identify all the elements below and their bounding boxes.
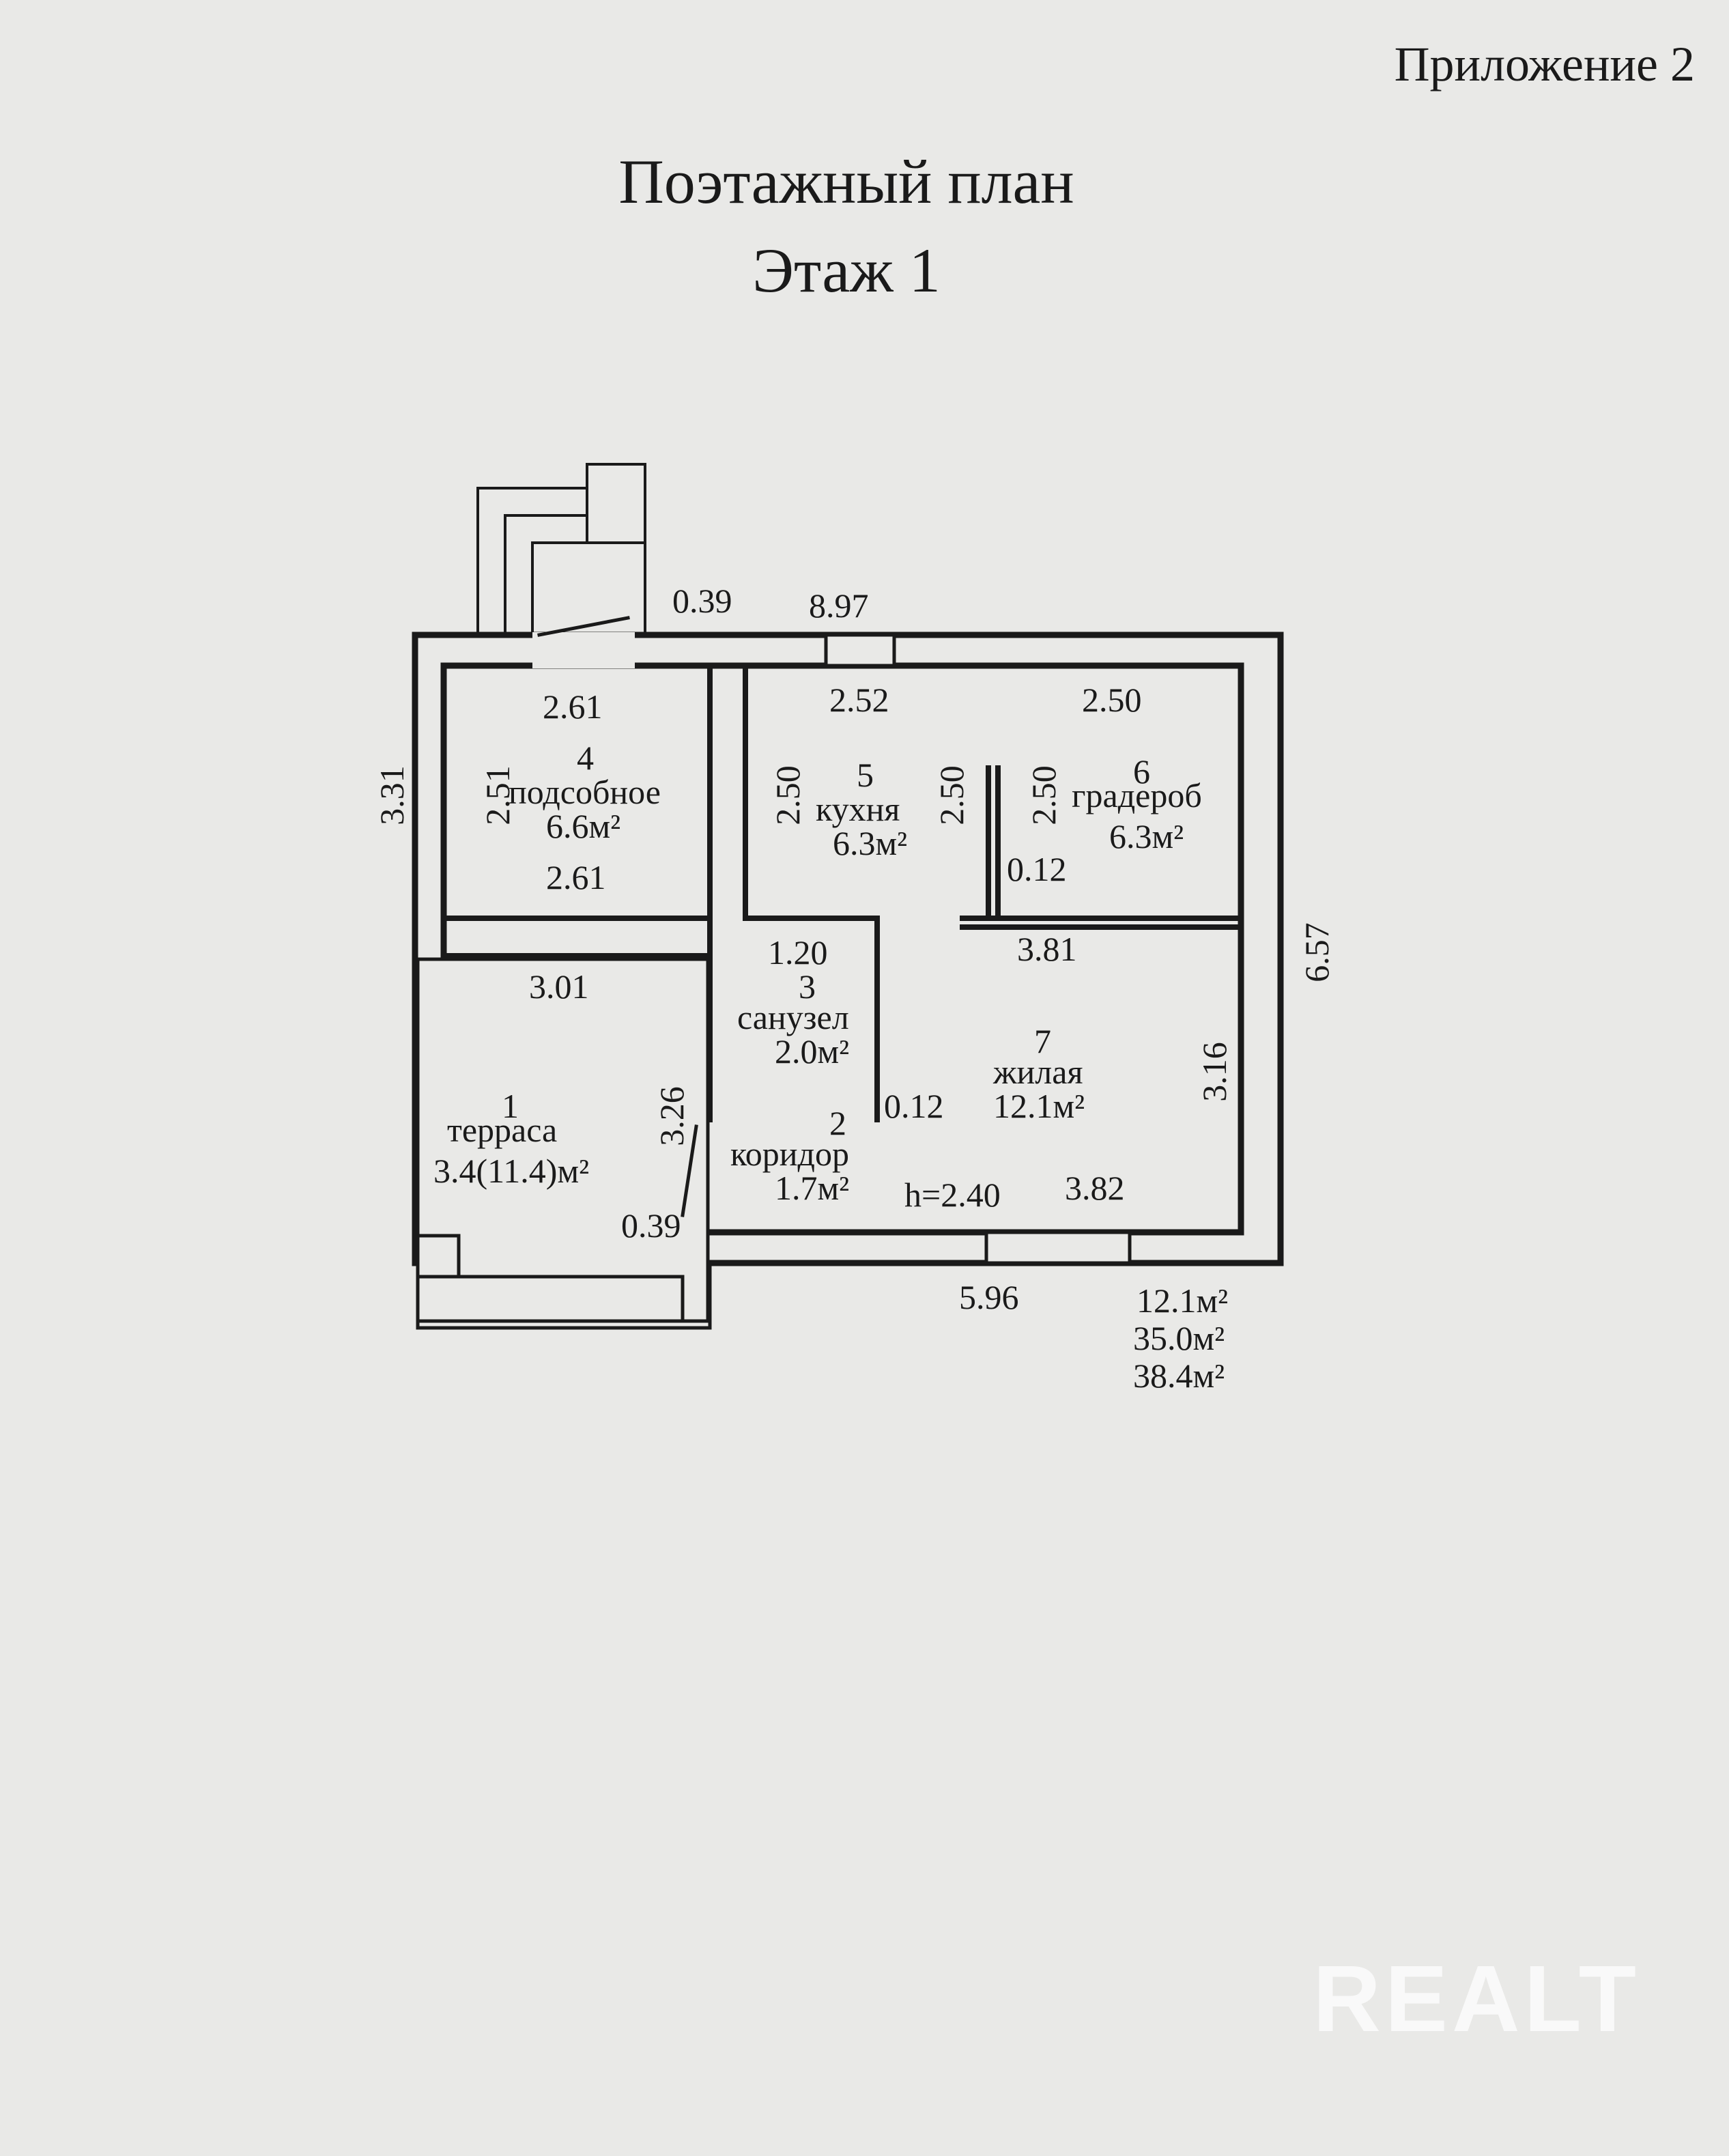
room1-width: 3.01 (529, 967, 589, 1006)
ceiling-height: h=2.40 (904, 1176, 1001, 1214)
room3-wall: 0.12 (884, 1087, 944, 1125)
realt-watermark: REALT (1313, 1946, 1640, 2052)
total-living-area: 12.1м² (1137, 1281, 1229, 1320)
room6-area: 6.3м² (1109, 817, 1184, 855)
room2-number: 2 (829, 1104, 846, 1142)
dimension-right-overall: 6.57 (1297, 922, 1336, 982)
room4-name: подсобное (509, 773, 661, 811)
room3-width: 1.20 (768, 933, 828, 971)
room6-wall: 0.12 (1007, 850, 1067, 888)
room5-area: 6.3м² (833, 824, 908, 862)
room4-number: 4 (577, 739, 594, 777)
room3-area: 2.0м² (775, 1032, 850, 1070)
room5-height-left: 2.50 (768, 765, 807, 825)
room4-width-top: 2.61 (543, 687, 603, 726)
room7-width-bottom: 3.82 (1065, 1169, 1125, 1207)
room5-name: кухня (816, 790, 900, 828)
plan-title: Поэтажный план (618, 147, 1074, 216)
window-openings (532, 616, 1132, 1265)
room5-height-right: 2.50 (932, 765, 971, 825)
room7-area: 12.1м² (993, 1087, 1085, 1125)
room5-number: 5 (857, 756, 874, 794)
room6-height: 2.50 (1024, 765, 1063, 825)
appendix-label: Приложение 2 (1394, 37, 1695, 91)
dimension-top-wall: 0.39 (672, 582, 732, 620)
room6-width: 2.50 (1082, 681, 1142, 719)
room7-width-top: 3.81 (1017, 930, 1077, 968)
room6-number: 6 (1133, 752, 1150, 791)
inner-walls (441, 663, 1244, 1122)
room5-width: 2.52 (829, 681, 889, 719)
terrace-outline (416, 957, 712, 1330)
room4-width-bottom: 2.61 (546, 858, 606, 896)
room4-area: 6.6м² (546, 807, 621, 845)
room1-height: 3.26 (652, 1086, 691, 1146)
dimension-top-overall: 8.97 (809, 586, 869, 625)
room3-number: 3 (799, 967, 816, 1006)
dimension-bottom-overall: 5.96 (959, 1278, 1019, 1316)
dimension-left-overall: 3.31 (372, 765, 411, 825)
room7-height: 3.16 (1195, 1042, 1233, 1102)
room3-name: санузел (737, 998, 849, 1036)
room2-name: коридор (730, 1135, 849, 1173)
room2-area: 1.7м² (775, 1169, 850, 1207)
room1-area: 3.4(11.4)м² (433, 1152, 590, 1190)
total-area: 35.0м² (1133, 1319, 1225, 1357)
entrance-steps (476, 463, 646, 636)
dimension-terrace-wall: 0.39 (621, 1206, 681, 1245)
room7-number: 7 (1034, 1022, 1051, 1060)
floor-title: Этаж 1 (752, 236, 941, 305)
total-area-with-terrace: 38.4м² (1133, 1357, 1225, 1395)
room1-number: 1 (502, 1087, 519, 1125)
room7-name: жилая (993, 1053, 1083, 1091)
room6-name: градероб (1072, 776, 1202, 814)
room1-name: терраса (447, 1111, 558, 1149)
